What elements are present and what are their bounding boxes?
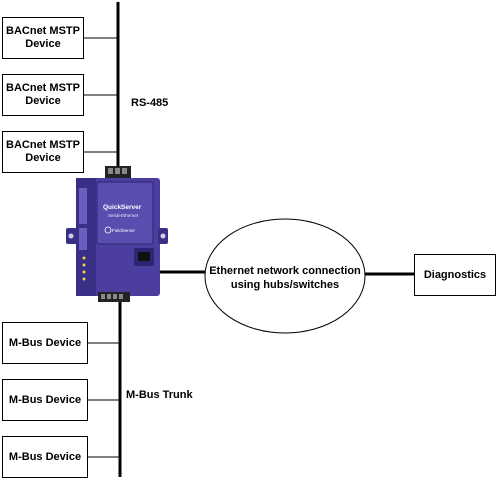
led-4 <box>82 277 86 281</box>
mbus-device-3: M-Bus Device <box>2 436 88 478</box>
mbus-device-2-label: M-Bus Device <box>8 393 82 406</box>
led-3 <box>82 270 86 274</box>
led-2 <box>82 263 86 267</box>
mbus-device-1: M-Bus Device <box>2 322 88 364</box>
gateway-sub-text: Serial-Ethernet <box>108 213 139 218</box>
gateway-logo-icon <box>104 226 112 234</box>
gateway-logo-text: FieldServer <box>112 228 136 233</box>
gateway-brand-text: QuickServer <box>103 204 142 211</box>
led-1 <box>82 256 86 260</box>
quickserver-gateway-device: QuickServer Serial-Ethernet FieldServer <box>66 166 168 302</box>
bacnet-device-2-line1: BACnet MSTP <box>6 82 80 94</box>
bacnet-device-3-line2: Device <box>25 152 61 164</box>
bacnet-device-2-line2: Device <box>25 95 61 107</box>
diagnostics-label: Diagnostics <box>423 268 487 281</box>
ethernet-network-ellipse <box>204 218 366 334</box>
mbus-device-1-label: M-Bus Device <box>8 336 82 349</box>
bacnet-device-3-line1: BACnet MSTP <box>6 139 80 151</box>
diagnostics-box: Diagnostics <box>414 254 496 296</box>
bacnet-device-1-line2: Device <box>25 38 61 50</box>
mbus-device-2: M-Bus Device <box>2 379 88 421</box>
ethernet-network-text: Ethernet network connection using hubs/s… <box>206 264 364 292</box>
bacnet-device-1-line1: BACnet MSTP <box>6 25 80 37</box>
ethernet-line1: Ethernet network connection <box>209 265 361 277</box>
rs485-label: RS-485 <box>131 97 169 109</box>
ethernet-line2: using hubs/switches <box>230 279 340 291</box>
mbus-device-3-label: M-Bus Device <box>8 450 82 463</box>
mbus-trunk-label: M-Bus Trunk <box>126 389 193 401</box>
